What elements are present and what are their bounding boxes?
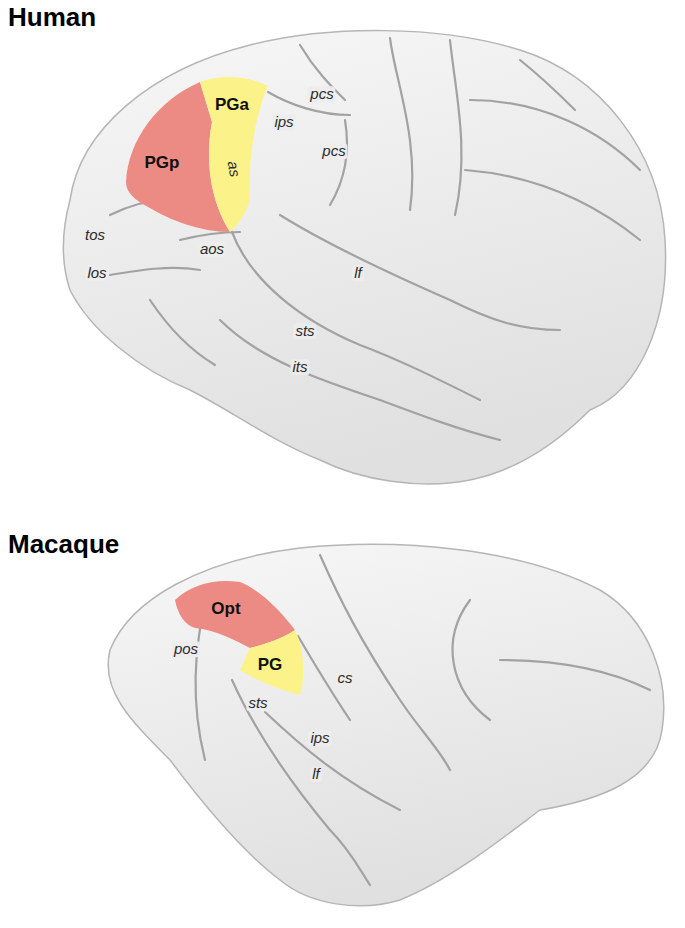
area-label: Opt [211,600,240,617]
sulcus-label: ips [272,114,295,130]
sulcus-label: los [85,265,108,281]
human-brain [63,31,665,484]
area-label: PGp [145,154,180,171]
sulcus-label: pcs [308,86,335,102]
sulcus-label: cs [336,670,355,686]
sulcus-label: as [225,160,243,178]
sulcus-label: pos [172,641,200,657]
brain-area: PG [236,626,308,698]
area-label: PGa [215,96,249,113]
sulcus-label: lf [352,265,364,281]
sulcus-label: pcs [320,143,347,159]
sulcus-label: aos [198,241,226,257]
panel-heading: Macaque [8,531,119,558]
sulcus-label: sts [246,695,269,711]
area-label: PG [258,656,283,673]
macaque-brain [108,544,664,905]
panel-heading: Human [8,4,96,31]
sulcus-label: lf [310,766,322,782]
sulcus-label: its [291,359,310,375]
sulcus-label: tos [83,227,107,243]
sulcus-label: ips [308,730,331,746]
brain-area: PGa [198,74,270,234]
sulcus-label: sts [293,323,316,339]
